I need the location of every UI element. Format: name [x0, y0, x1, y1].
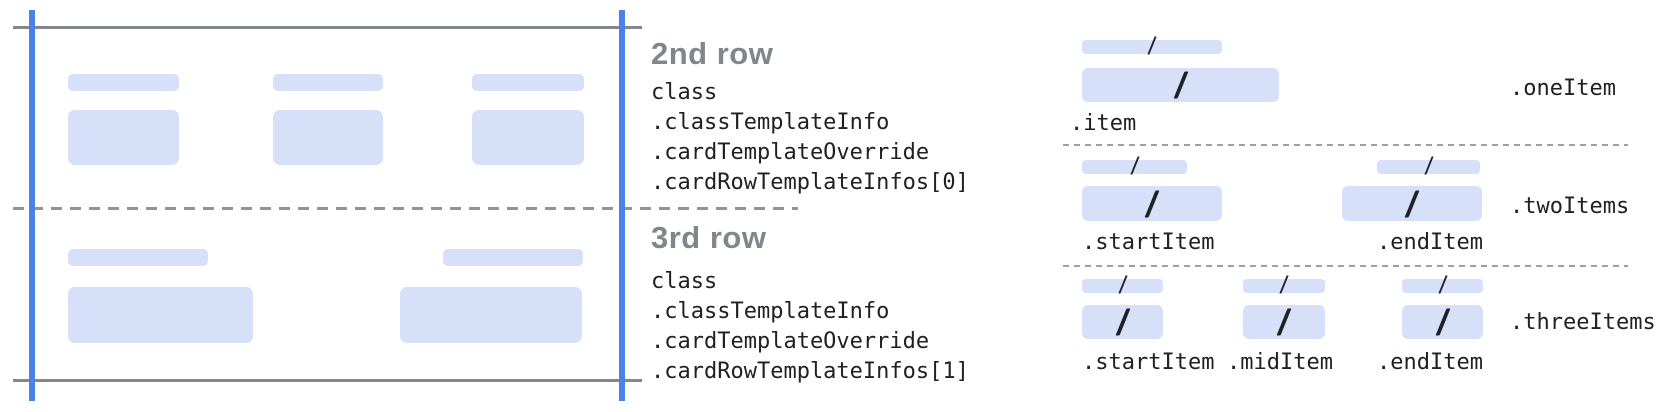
field-label-bar	[472, 74, 584, 91]
end-item-label: .endItem	[1377, 350, 1483, 375]
slash-separator-icon	[1144, 190, 1160, 217]
group-label-two-items: .twoItems	[1510, 194, 1630, 219]
group-label-three-items: .threeItems	[1510, 310, 1656, 335]
item-header-bar	[1082, 275, 1163, 294]
row3-title: 3rd row	[651, 220, 767, 255]
start-item-label: .startItem	[1082, 230, 1215, 255]
slash-separator-icon	[1115, 308, 1130, 336]
card-bottom-boundary-line	[13, 379, 642, 382]
code-line: class	[651, 269, 718, 294]
code-line: .classTemplateInfo	[651, 110, 890, 135]
code-line: .cardRowTemplateInfos[1]	[651, 359, 969, 384]
card-left-guide-line	[29, 10, 35, 401]
end-item-label: .endItem	[1377, 230, 1483, 255]
slash-separator-icon	[1147, 36, 1157, 55]
item-label: .item	[1070, 111, 1137, 136]
code-line: .classTemplateInfo	[651, 299, 890, 324]
item-body-bar	[1243, 305, 1325, 339]
field-value-bar	[472, 110, 584, 165]
mid-item-label: .midItem	[1227, 350, 1333, 375]
item-body-bar	[1082, 305, 1163, 339]
item-body-bar	[1082, 186, 1222, 221]
slash-separator-icon	[1129, 156, 1140, 175]
item-header-bar	[1082, 36, 1222, 55]
card-right-guide-line	[619, 10, 625, 401]
item-body-bar	[1342, 186, 1482, 221]
slash-separator-icon	[1117, 275, 1128, 294]
item-body-bar	[1402, 305, 1483, 339]
slash-separator-icon	[1276, 308, 1292, 336]
code-line: class	[651, 80, 718, 105]
field-label-bar	[443, 249, 583, 266]
field-value-bar	[68, 110, 179, 165]
field-value-bar	[273, 110, 383, 165]
card-top-boundary-line	[13, 26, 642, 29]
section-divider-dashed-line	[1063, 144, 1628, 146]
code-line: .cardRowTemplateInfos[0]	[651, 170, 969, 195]
item-header-bar	[1243, 275, 1325, 294]
row2-title: 2nd row	[651, 36, 774, 71]
slash-separator-icon	[1279, 275, 1289, 294]
item-header-bar	[1377, 156, 1480, 175]
slash-separator-icon	[1173, 71, 1188, 99]
item-header-bar	[1082, 156, 1187, 175]
field-value-bar	[68, 287, 253, 343]
slash-separator-icon	[1437, 275, 1448, 294]
slash-separator-icon	[1404, 190, 1420, 217]
row2-code-path: class .classTemplateInfo .cardTemplateOv…	[651, 78, 969, 198]
code-line: .cardTemplateOverride	[651, 140, 930, 165]
field-value-bar	[400, 287, 582, 343]
item-header-bar	[1402, 275, 1483, 294]
group-label-one-item: .oneItem	[1510, 76, 1616, 101]
row-divider-dashed-line	[13, 207, 798, 210]
item-body-bar	[1082, 68, 1279, 102]
row3-code-path: class .classTemplateInfo .cardTemplateOv…	[651, 267, 969, 387]
field-label-bar	[68, 249, 208, 266]
code-line: .cardTemplateOverride	[651, 329, 930, 354]
start-item-label: .startItem	[1082, 350, 1215, 375]
slash-separator-icon	[1435, 308, 1450, 336]
slash-separator-icon	[1423, 156, 1434, 175]
field-label-bar	[273, 74, 383, 91]
field-label-bar	[68, 74, 179, 91]
section-divider-dashed-line	[1063, 265, 1628, 267]
